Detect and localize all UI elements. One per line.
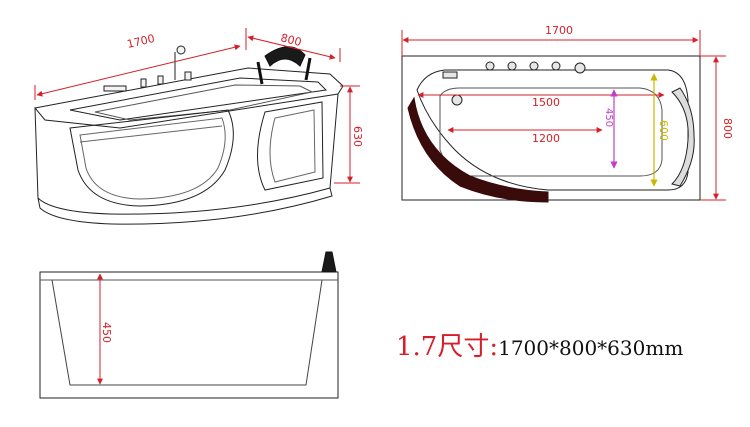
perspective-body-base: [37, 187, 333, 225]
top-faucet-4: [551, 61, 561, 71]
top-faucet-1: [485, 61, 495, 71]
faucet-spout: [103, 85, 127, 92]
top-basin-outer: [416, 69, 689, 191]
top-headrest: [671, 87, 695, 187]
top-faucets: [442, 61, 586, 106]
top-width-label: 800: [721, 118, 734, 139]
perspective-body: [34, 93, 339, 215]
side-view: [39, 251, 339, 399]
top-inner-dimensions: [610, 73, 658, 187]
perspective-glass-band: [79, 125, 223, 143]
perspective-rim: [34, 67, 344, 129]
top-faucet-3: [529, 61, 539, 71]
faucet-knob-2: [157, 75, 164, 85]
perspective-view: [34, 45, 344, 225]
top-length-label: 1700: [545, 24, 573, 37]
top-outline: [401, 55, 701, 201]
side-headrest: [321, 251, 337, 273]
top-bottom-length-label: 1200: [532, 132, 560, 145]
faucet-knob-3: [184, 71, 192, 81]
side-depth-label: 450: [100, 322, 113, 343]
top-dimensions: [401, 30, 726, 201]
perspective-side-apron-inner: [269, 109, 316, 183]
size-caption: 1.7尺寸:1700*800*630mm: [396, 326, 683, 363]
top-faucet-spout: [442, 71, 458, 79]
top-drain: [451, 94, 463, 106]
perspective-length-label: 1700: [126, 32, 156, 51]
top-depth-label: 450: [603, 108, 614, 127]
top-faucet-5: [574, 62, 586, 74]
top-inner-length-label: 1500: [532, 96, 560, 109]
perspective-dimensions: [34, 28, 360, 184]
size-caption-spec: 1700*800*630mm: [498, 336, 684, 360]
top-apron-band: [407, 96, 549, 203]
top-inner-width-label: 600: [657, 120, 670, 141]
size-caption-prefix: 1.7尺寸:: [396, 332, 499, 362]
top-faucet-2: [507, 61, 517, 71]
shower-head: [176, 45, 186, 55]
perspective-height-label: 630: [351, 126, 364, 147]
perspective-glass-inner: [79, 117, 226, 200]
perspective-side-apron: [257, 101, 324, 191]
side-outline: [39, 271, 339, 399]
perspective-headrest: [256, 46, 312, 85]
perspective-width-label: 800: [279, 31, 303, 49]
faucet-knob-1: [140, 78, 147, 88]
top-view: [401, 55, 701, 203]
perspective-glass-panel: [69, 109, 234, 207]
side-basin: [51, 279, 323, 386]
